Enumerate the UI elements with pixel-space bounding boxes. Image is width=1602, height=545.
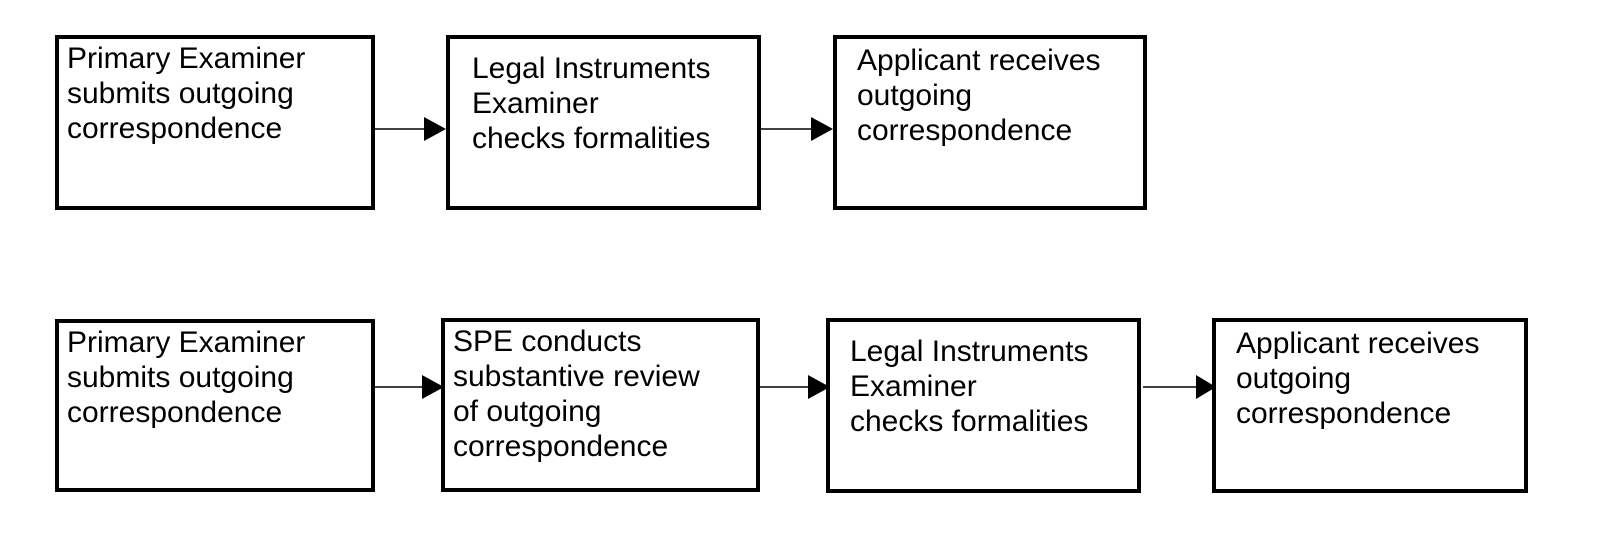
step-text-line: Examiner [850,370,977,403]
step-text-line: Applicant receives [1236,327,1480,360]
step-text-line: substantive review [453,360,700,393]
step-text-line: Primary Examiner [67,326,306,359]
step-text-line: correspondence [1236,397,1452,430]
arrow-flow-2-step-3-to-4 [1143,375,1216,399]
step-text-line: Legal Instruments [850,335,1089,368]
flow-2-step-2-box: SPE conducts substantive review of outgo… [441,318,760,492]
flow-1-step-2-box: Legal Instruments Examiner checks formal… [446,35,761,210]
step-text-line: Examiner [472,87,599,120]
flow-1-step-1-box: Primary Examiner submits outgoing corres… [55,35,375,210]
step-text-line: correspondence [453,430,669,463]
step-text-line: Legal Instruments [472,52,711,85]
step-text-line: outgoing [1236,362,1352,395]
step-text-line: checks formalities [472,122,711,155]
flow-2-step-4-box: Applicant receives outgoing corresponden… [1212,318,1528,493]
step-text-line: SPE conducts [453,325,642,358]
arrow-flow-1-step-2-to-3 [761,117,833,141]
arrow-flow-1-step-1-to-2 [375,117,446,141]
step-text-line: outgoing [857,79,973,112]
step-text-line: submits outgoing [67,77,294,110]
arrow-flow-2-step-1-to-2 [375,375,444,399]
flow-2-step-1-box: Primary Examiner submits outgoing corres… [55,319,375,492]
flow-2-step-3-box: Legal Instruments Examiner checks formal… [826,318,1141,493]
step-text-line: correspondence [67,112,283,145]
step-text-line: checks formalities [850,405,1089,438]
step-text-line: correspondence [67,396,283,429]
flow-1-step-3-box: Applicant receives outgoing corresponden… [833,35,1147,210]
step-text-line: Primary Examiner [67,42,306,75]
step-text-line: Applicant receives [857,44,1101,77]
step-text-line: of outgoing [453,395,602,428]
step-text-line: submits outgoing [67,361,294,394]
step-text-line: correspondence [857,114,1073,147]
arrow-flow-2-step-2-to-3 [760,375,830,399]
